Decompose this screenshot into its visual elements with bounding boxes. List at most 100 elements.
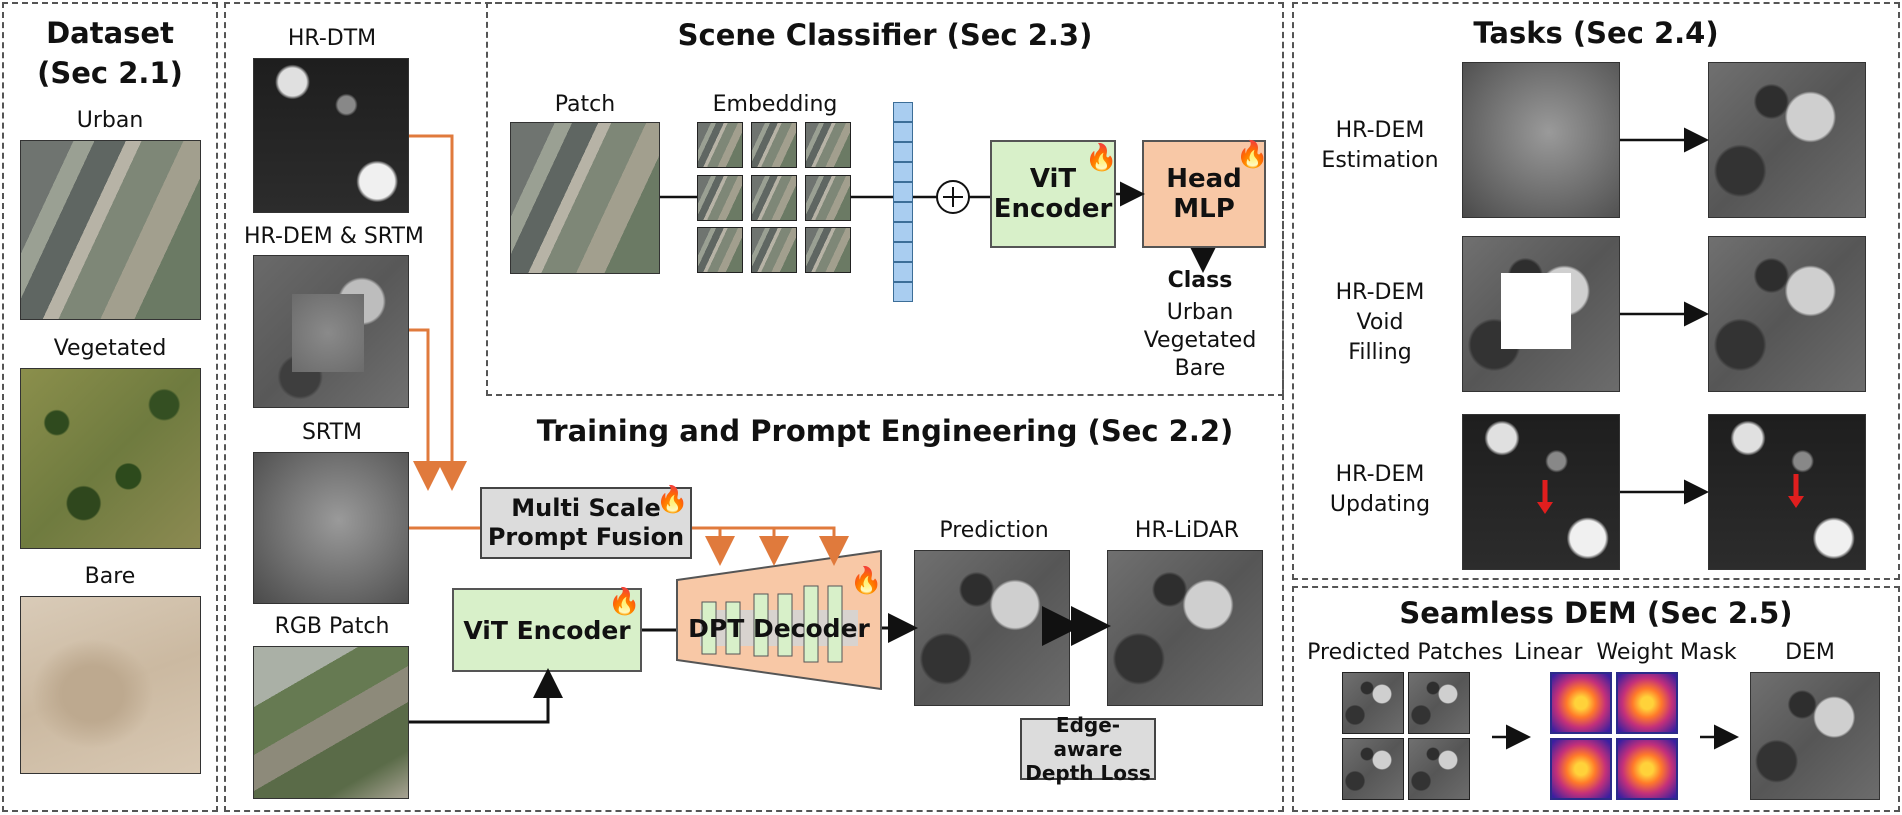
update-marker-output-head bbox=[1788, 496, 1804, 508]
encoder-fire-icon: 🔥 bbox=[608, 587, 641, 617]
void-input-image bbox=[1462, 236, 1620, 392]
training-title: Training and Prompt Engineering (Sec 2.2… bbox=[536, 414, 1234, 448]
embedding-tile bbox=[805, 175, 851, 221]
class-urban: Urban bbox=[1166, 300, 1234, 325]
embedding-tile bbox=[805, 227, 851, 273]
seamless-dem-image bbox=[1750, 672, 1880, 800]
hr-dem-srtm-label: HR-DEM & SRTM bbox=[244, 224, 424, 249]
head-line1: Head bbox=[1166, 164, 1242, 194]
decoder-layer bbox=[753, 593, 769, 657]
patch-label: Patch bbox=[554, 92, 616, 117]
dataset-vegetated-label: Vegetated bbox=[53, 336, 167, 361]
class-vegetated: Vegetated bbox=[1143, 328, 1257, 353]
dataset-urban-label: Urban bbox=[76, 108, 144, 133]
token bbox=[893, 222, 913, 242]
predicted-patch bbox=[1342, 672, 1404, 734]
tasks-title: Tasks (Sec 2.4) bbox=[1473, 16, 1719, 50]
predicted-patch bbox=[1408, 672, 1470, 734]
rgb-patch-label: RGB Patch bbox=[274, 614, 390, 639]
prediction-label: Prediction bbox=[939, 518, 1049, 543]
seamless-title: Seamless DEM (Sec 2.5) bbox=[1399, 596, 1793, 630]
embedding-tile bbox=[697, 227, 743, 273]
estimation-output-image bbox=[1708, 62, 1866, 218]
dataset-bare-label: Bare bbox=[84, 564, 136, 589]
dpt-decoder-label: DPT Decoder bbox=[688, 614, 870, 643]
update-marker-input-head bbox=[1537, 502, 1553, 514]
srtm-label: SRTM bbox=[301, 420, 363, 445]
embedding-tile bbox=[805, 122, 851, 168]
tasks-panel bbox=[1292, 2, 1900, 580]
decoder-layer bbox=[777, 593, 793, 657]
fusion-line2: Prompt Fusion bbox=[487, 523, 685, 551]
token bbox=[893, 202, 913, 222]
embedding-label: Embedding bbox=[712, 92, 838, 117]
task-updating-line2: Updating bbox=[1329, 492, 1431, 517]
scene-encoder-line2: Encoder bbox=[993, 194, 1113, 224]
rgb-patch-image bbox=[253, 646, 409, 799]
token bbox=[893, 162, 913, 182]
scene-encoder-line1: ViT bbox=[1029, 164, 1077, 194]
decoder-layer bbox=[725, 601, 741, 655]
predicted-patches-label: Predicted Patches bbox=[1307, 640, 1503, 665]
updating-input-image bbox=[1462, 414, 1620, 570]
estimation-input-image bbox=[1462, 62, 1620, 218]
weight-mask-label: Linear Weight Mask bbox=[1514, 640, 1737, 665]
seamless-panel bbox=[1292, 586, 1900, 812]
decoder-layer bbox=[827, 585, 843, 663]
rgb-to-encoder-arrow bbox=[409, 668, 563, 724]
embedding-tile bbox=[751, 122, 797, 168]
task-updating-line1: HR-DEM bbox=[1335, 462, 1425, 487]
scene-classifier-title: Scene Classifier (Sec 2.3) bbox=[677, 18, 1093, 52]
head-fire-icon: 🔥 bbox=[1236, 140, 1269, 170]
hr-dtm-image bbox=[253, 58, 409, 213]
task-void-line3: Filling bbox=[1348, 340, 1412, 365]
decoder-fire-icon: 🔥 bbox=[850, 566, 883, 596]
token bbox=[893, 102, 913, 122]
embedding-tile bbox=[751, 227, 797, 273]
token bbox=[893, 142, 913, 162]
weight-mask-tile bbox=[1616, 738, 1678, 800]
lidar-label: HR-LiDAR bbox=[1134, 518, 1240, 543]
task-void-line1: HR-DEM bbox=[1335, 280, 1425, 305]
void-output-image bbox=[1708, 236, 1866, 392]
updating-output-image bbox=[1708, 414, 1866, 570]
srtm-inset bbox=[292, 294, 364, 372]
head-line2: MLP bbox=[1173, 194, 1235, 224]
scene-vit-encoder: ViT Encoder bbox=[990, 140, 1116, 248]
embedding-tile bbox=[697, 175, 743, 221]
task-estimation-line2: Estimation bbox=[1321, 148, 1439, 173]
embedding-tile bbox=[751, 175, 797, 221]
fusion-to-decoder-2 bbox=[692, 526, 789, 566]
task-estimation-line1: HR-DEM bbox=[1335, 118, 1425, 143]
loss-line2: Depth Loss bbox=[1025, 761, 1151, 785]
dpt-decoder-shape bbox=[676, 550, 882, 690]
dem-to-fusion-arrow bbox=[409, 328, 443, 491]
loss-block: Edge-aware Depth Loss bbox=[1020, 713, 1156, 785]
bare-image bbox=[20, 596, 201, 774]
dataset-title: Dataset bbox=[46, 16, 174, 50]
hr-dem-srtm-image bbox=[253, 255, 409, 408]
head-mlp: Head MLP bbox=[1142, 140, 1266, 248]
scene-patch-image bbox=[510, 122, 660, 274]
decoder-layer bbox=[701, 601, 717, 655]
decoder-layer bbox=[803, 585, 819, 663]
scene-encoder-fire-icon: 🔥 bbox=[1085, 143, 1118, 173]
token bbox=[893, 242, 913, 262]
dem-label: DEM bbox=[1785, 640, 1835, 665]
hr-dtm-label: HR-DTM bbox=[287, 26, 377, 51]
fusion-to-decoder-1 bbox=[692, 526, 735, 566]
fusion-line1: Multi Scale bbox=[511, 494, 661, 523]
prompt-fusion-block: Multi Scale Prompt Fusion bbox=[480, 487, 692, 559]
dataset-panel bbox=[2, 2, 218, 812]
dataset-subtitle: (Sec 2.1) bbox=[37, 56, 183, 90]
scene-classifier-panel bbox=[486, 2, 1284, 396]
task-void-line2: Void bbox=[1356, 310, 1404, 335]
class-bare: Bare bbox=[1174, 356, 1226, 381]
token bbox=[893, 182, 913, 202]
embedding-tile bbox=[697, 122, 743, 168]
weight-mask-tile bbox=[1616, 672, 1678, 734]
encoder-label: ViT Encoder bbox=[463, 615, 631, 645]
token bbox=[893, 122, 913, 142]
srtm-image bbox=[253, 452, 409, 604]
